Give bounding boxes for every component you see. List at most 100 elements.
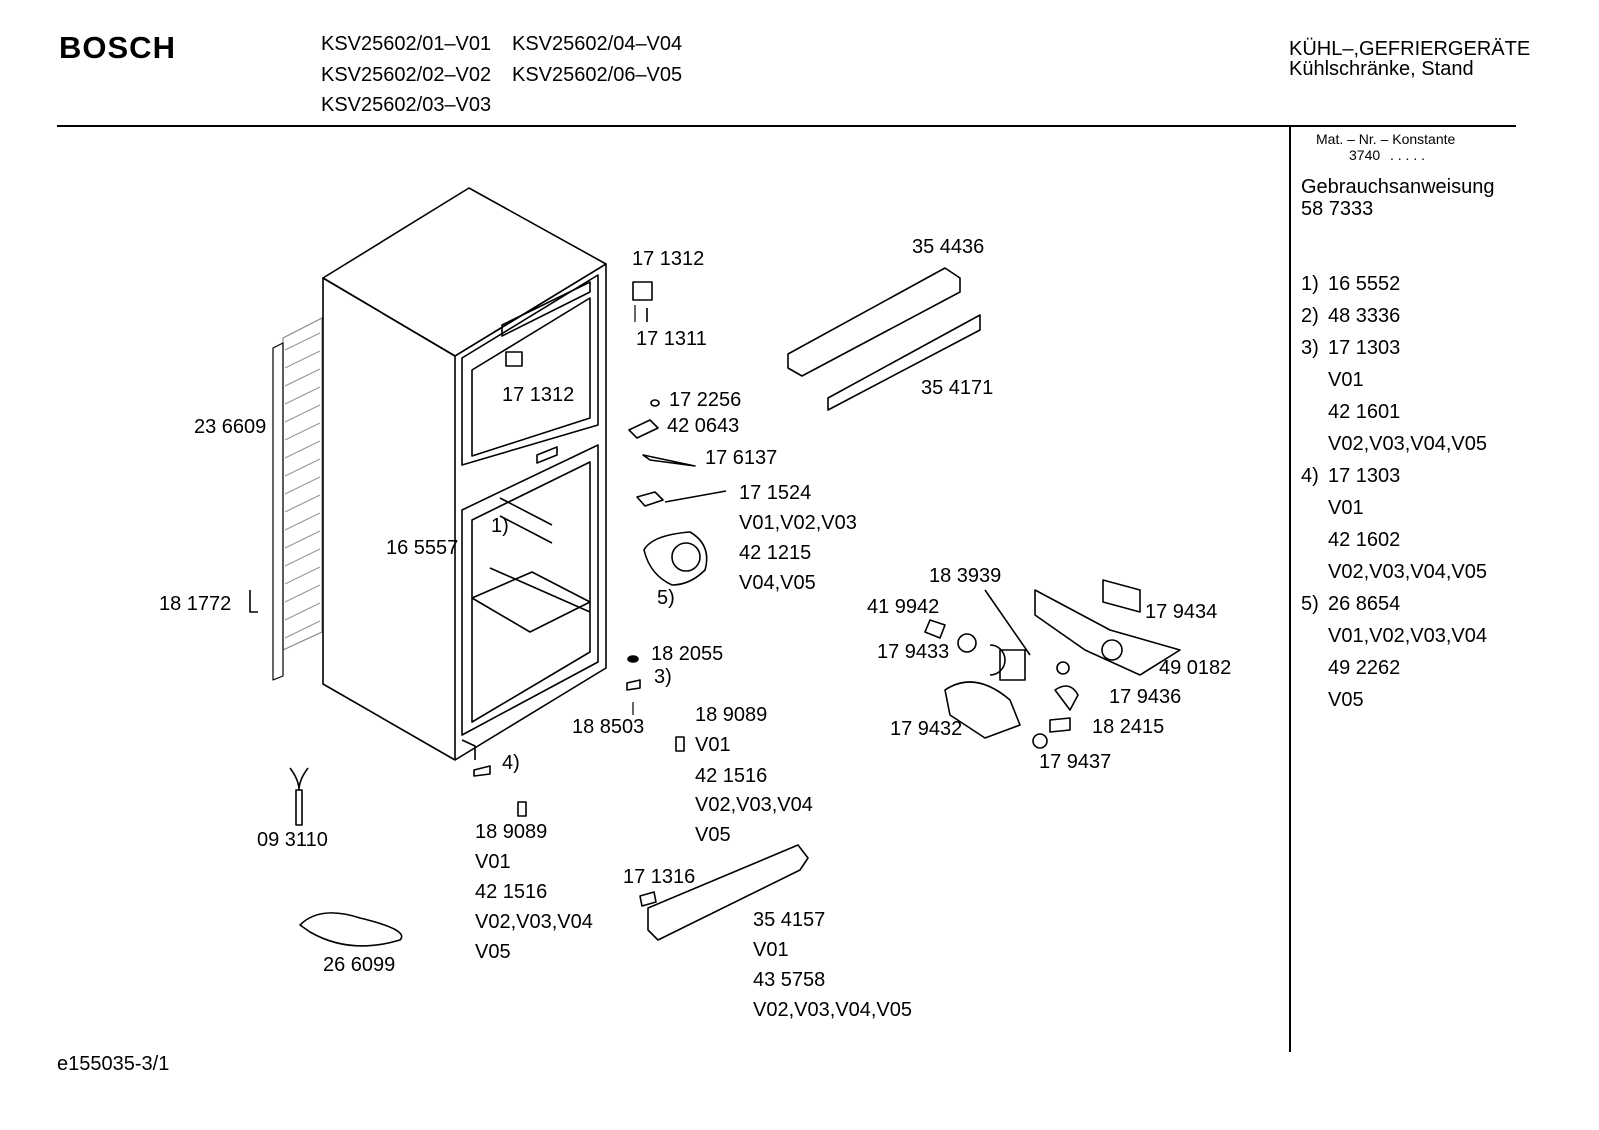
document-id: e155035-3/1 <box>57 1053 170 1075</box>
part-label: 42 1516 <box>695 765 768 787</box>
bosch-logo: BOSCH <box>59 30 176 65</box>
fan-cover-part <box>643 531 708 586</box>
footnote-line: V01 <box>1328 369 1364 391</box>
part-label: 18 2055 <box>651 643 724 665</box>
part-label: 09 3110 <box>257 829 328 851</box>
foot-part <box>473 765 491 777</box>
part-label: 18 3939 <box>929 565 1002 587</box>
panel-trim-part <box>827 314 981 411</box>
sidebar-divider <box>1289 127 1291 1052</box>
lamp-cover-part <box>944 681 1021 739</box>
part-label: 17 9432 <box>890 718 963 740</box>
thermostat-knob-part <box>989 644 1006 676</box>
mat-nr-value: 3740 <box>1349 147 1381 163</box>
lever-part <box>642 454 696 467</box>
category-subtitle: Kühlschränke, Stand <box>1289 58 1474 80</box>
part-label: 16 5557 <box>386 537 459 559</box>
part-label: 18 9089 <box>475 821 548 843</box>
part-label: 42 1516 <box>475 881 548 903</box>
part-label: 17 6137 <box>705 447 778 469</box>
starter-part <box>1049 717 1071 733</box>
cabinet-part <box>322 187 607 761</box>
screw-part <box>675 736 685 752</box>
footnote-line: V05 <box>1328 689 1364 711</box>
footnote-marker: 4) <box>1301 465 1319 487</box>
power-cord-part <box>299 912 403 947</box>
model-4: KSV25602/04–V04 <box>512 33 683 55</box>
part-label: 42 1215 <box>739 542 812 564</box>
footnote-line: V01,V02,V03,V04 <box>1328 625 1488 647</box>
part-label: 17 1312 <box>632 248 705 270</box>
part-label: 43 5758 <box>753 969 826 991</box>
footnote-line: 17 1303 <box>1328 465 1401 487</box>
base-grille-part <box>647 844 809 941</box>
part-label-variant: V05 <box>475 941 511 963</box>
screw-part <box>517 801 527 817</box>
part-label-variant: V01 <box>753 939 789 961</box>
foot-part <box>626 679 641 691</box>
part-label: 49 0182 <box>1159 657 1232 679</box>
footnote-line: 17 1303 <box>1328 337 1401 359</box>
part-label-variant: V02,V03,V04 <box>475 911 593 933</box>
switch-part <box>636 490 727 507</box>
footnote-marker-label: 3) <box>654 666 672 688</box>
bulb-part <box>957 633 977 653</box>
part-label: 17 1311 <box>636 328 707 350</box>
part-label: 23 6609 <box>194 416 267 438</box>
thermostat-part <box>984 589 1031 681</box>
footnote-line: V02,V03,V04,V05 <box>1328 433 1488 455</box>
footnote-line: 49 2262 <box>1328 657 1401 679</box>
part-label: 35 4157 <box>753 909 826 931</box>
mat-nr-dots: . . . . . <box>1390 147 1426 163</box>
footnote-marker: 2) <box>1301 305 1319 327</box>
part-label-variant: V04,V05 <box>739 572 816 594</box>
seal-part <box>1056 661 1070 675</box>
model-3: KSV25602/03–V03 <box>321 94 492 116</box>
footnote-line: 16 5552 <box>1328 273 1401 295</box>
part-label: 18 2415 <box>1092 716 1165 738</box>
hinge-part <box>632 281 653 322</box>
footnote-line: 42 1601 <box>1328 401 1401 423</box>
part-label-variant: V02,V03,V04,V05 <box>753 999 913 1021</box>
footnote-line: V02,V03,V04,V05 <box>1328 561 1488 583</box>
footnote-marker-label: 1) <box>491 515 509 537</box>
clip-part <box>639 891 657 907</box>
fan-grille-part <box>671 542 701 572</box>
knob-part <box>924 619 946 639</box>
part-label: 17 2256 <box>669 389 742 411</box>
bracket-part <box>628 419 659 439</box>
part-label: 41 9942 <box>867 596 940 618</box>
part-label-variant: V05 <box>695 824 731 846</box>
manual-label: Gebrauchsanweisung <box>1301 176 1495 198</box>
part-label-variant: V01 <box>695 734 731 756</box>
condenser-part <box>272 317 323 681</box>
part-label-variant: V02,V03,V04 <box>695 794 813 816</box>
part-label: 18 9089 <box>695 704 768 726</box>
model-2: KSV25602/02–V02 <box>321 64 492 86</box>
lamp-switch-part <box>1102 579 1141 613</box>
manual-number: 58 7333 <box>1301 198 1374 220</box>
header-rule <box>57 125 1516 127</box>
part-label: 17 9434 <box>1145 601 1218 623</box>
part-label-variant: V01,V02,V03 <box>739 512 857 534</box>
part-label: 17 1312 <box>502 384 575 406</box>
footnote-marker: 3) <box>1301 337 1319 359</box>
part-label-variant: V01 <box>475 851 511 873</box>
part-label: 35 4171 <box>921 377 994 399</box>
control-panel-part <box>787 267 961 377</box>
hinge-part <box>505 351 523 367</box>
washer-part <box>650 399 660 407</box>
capacitor-part <box>289 767 309 826</box>
category-title: KÜHL–,GEFRIERGERÄTE <box>1289 38 1531 60</box>
cap-part <box>1032 733 1048 749</box>
footnote-marker-label: 4) <box>502 752 520 774</box>
footnote-line: 48 3336 <box>1328 305 1401 327</box>
clip-part <box>249 590 258 613</box>
mat-nr-label: Mat. – Nr. – Konstante <box>1316 131 1456 147</box>
part-label: 18 1772 <box>159 593 232 615</box>
part-label: 42 0643 <box>667 415 740 437</box>
footnote-line: 26 8654 <box>1328 593 1401 615</box>
part-label: 26 6099 <box>323 954 396 976</box>
grommet-part <box>627 655 639 663</box>
